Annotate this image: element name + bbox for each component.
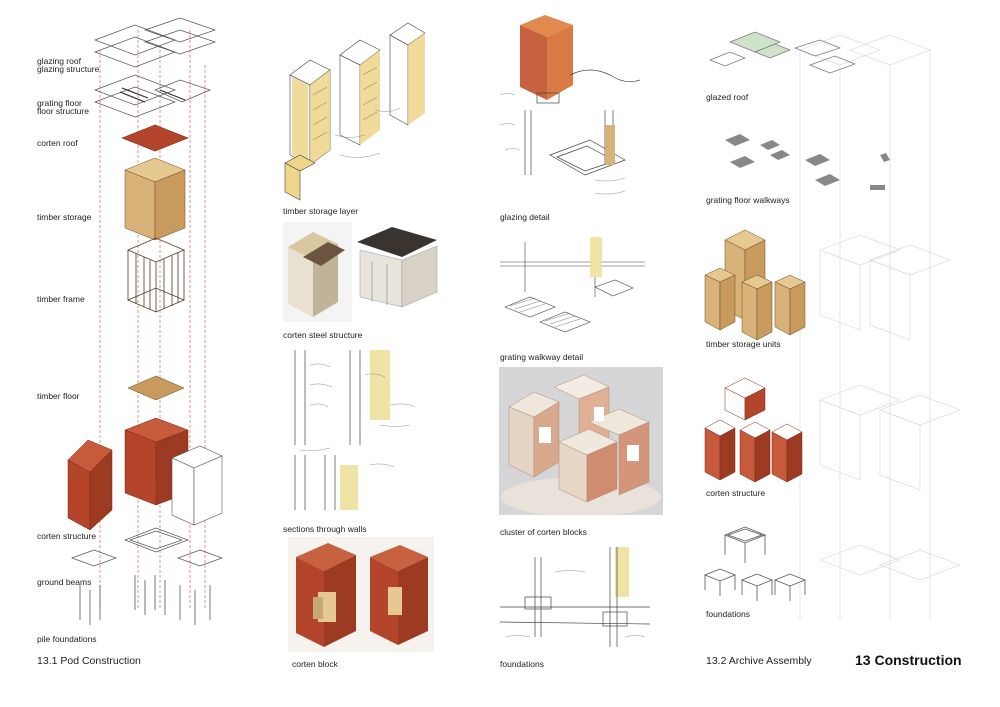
page-title: 13 Construction bbox=[855, 652, 962, 668]
archive-label-grating-floor-walkways: grating floor walkways bbox=[706, 195, 790, 205]
caption-timber-storage-layer: timber storage layer bbox=[283, 206, 359, 216]
timber-storage-sketch bbox=[280, 15, 430, 205]
corten-block-photo bbox=[288, 537, 434, 652]
corten-steel-photo-1 bbox=[283, 222, 353, 322]
pod-label-corten-structure: corten structure bbox=[37, 531, 97, 541]
caption-cluster-of-corten-blocks: cluster of corten blocks bbox=[500, 527, 587, 537]
sections-walls-sketch bbox=[280, 345, 440, 520]
pod-label-glazing-roof: glazing roof bbox=[37, 56, 81, 66]
pod-axonometric bbox=[60, 10, 240, 650]
archive-label-timber-storage-units: timber storage units bbox=[706, 339, 781, 349]
cluster-corten-photo bbox=[499, 367, 663, 515]
caption-glazing-detail: glazing detail bbox=[500, 212, 550, 222]
pod-section-title: 13.1 Pod Construction bbox=[37, 655, 141, 667]
pod-label-glazing-structure: glazing structure bbox=[37, 64, 100, 74]
pod-label-grating-floor: grating floor bbox=[37, 98, 82, 108]
grating-walkway-sketch bbox=[495, 232, 655, 347]
pod-label-pile-foundations: pile foundations bbox=[37, 634, 97, 644]
pod-label-floor-structure: floor structure bbox=[37, 106, 89, 116]
archive-axonometric bbox=[700, 20, 980, 640]
foundations-sketch bbox=[495, 542, 655, 657]
glazing-detail-sketch bbox=[495, 15, 655, 210]
caption-foundations-sketch: foundations bbox=[500, 659, 544, 669]
caption-grating-walkway-detail: grating walkway detail bbox=[500, 352, 584, 362]
caption-corten-steel-structure: corten steel structure bbox=[283, 330, 363, 340]
archive-label-foundations: foundations bbox=[706, 609, 750, 619]
archive-label-glazed-roof: glazed roof bbox=[706, 92, 749, 102]
pod-label-ground-beams: ground beams bbox=[37, 577, 92, 587]
corten-steel-photo-2 bbox=[352, 222, 442, 322]
archive-label-corten-structure: corten structure bbox=[706, 488, 766, 498]
pod-label-corten-roof: corten roof bbox=[37, 138, 78, 148]
caption-sections-through-walls: sections through walls bbox=[283, 524, 367, 534]
caption-corten-block: corten block bbox=[292, 659, 338, 669]
pod-label-timber-storage: timber storage bbox=[37, 212, 92, 222]
pod-label-timber-frame: timber frame bbox=[37, 294, 85, 304]
archive-section-title: 13.2 Archive Assembly bbox=[706, 655, 812, 667]
pod-label-timber-floor: timber floor bbox=[37, 391, 80, 401]
